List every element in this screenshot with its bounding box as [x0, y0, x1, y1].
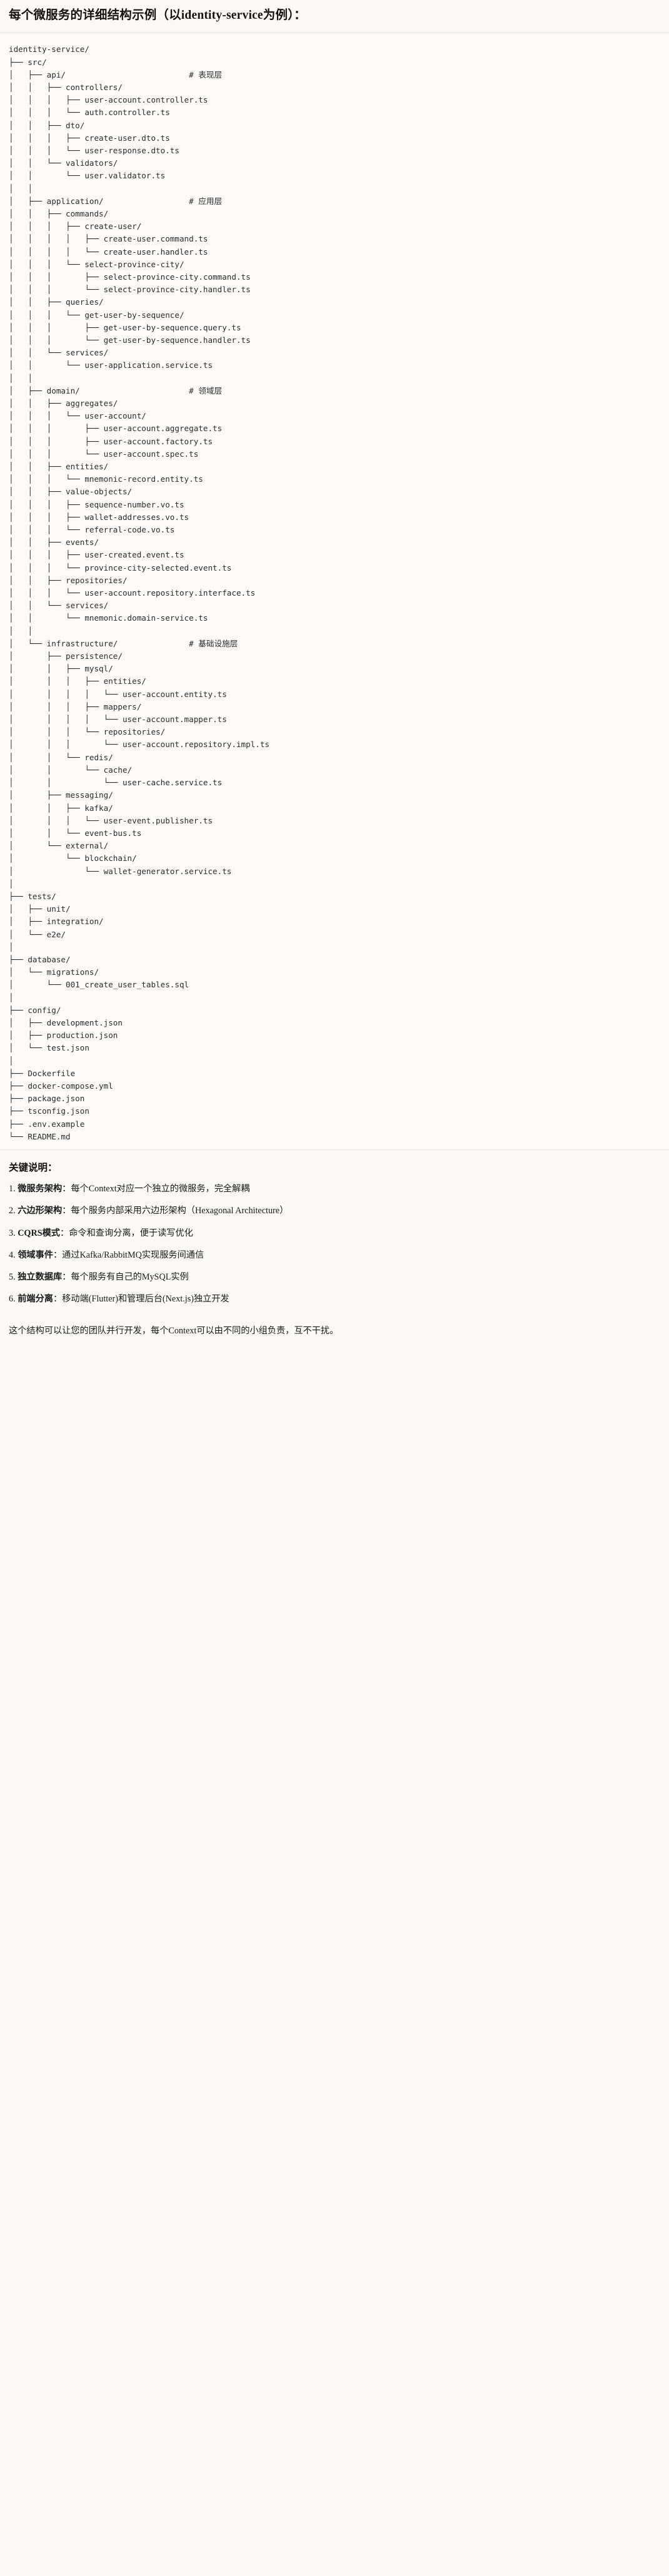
key-point-item: 6. 前端分离：移动端(Flutter)和管理后台(Next.js)独立开发 [9, 1293, 660, 1306]
page-root: 每个微服务的详细结构示例（以identity-service为例）： ident… [0, 0, 669, 1349]
key-point-separator: ： [62, 1272, 71, 1283]
key-point-number: 5. [9, 1272, 16, 1283]
key-point-label: CQRS模式 [18, 1228, 60, 1238]
key-point-item: 5. 独立数据库：每个服务有自己的MySQL实例 [9, 1271, 660, 1284]
key-point-number: 2. [9, 1206, 16, 1216]
key-point-number: 4. [9, 1250, 16, 1260]
key-point-description: 每个Context对应一个独立的微服务，完全解耦 [71, 1183, 250, 1194]
key-point-separator: ： [62, 1206, 71, 1216]
key-point-separator: ： [62, 1183, 71, 1194]
key-point-separator: ： [59, 1228, 69, 1238]
key-points-title: 关键说明： [9, 1162, 58, 1173]
key-point-item: 1. 微服务架构：每个Context对应一个独立的微服务，完全解耦 [9, 1183, 660, 1196]
key-point-label: 微服务架构 [18, 1183, 63, 1194]
page-title: 每个微服务的详细结构示例（以identity-service为例）： [9, 9, 306, 22]
key-point-label: 独立数据库 [18, 1272, 63, 1283]
key-point-item: 3. CQRS模式：命令和查询分离，便于读写优化 [9, 1227, 660, 1240]
key-point-number: 3. [9, 1228, 16, 1238]
key-point-description: 每个服务有自己的MySQL实例 [71, 1272, 189, 1283]
key-point-label: 前端分离 [18, 1294, 53, 1305]
key-point-description: 命令和查询分离，便于读写优化 [69, 1228, 193, 1238]
key-point-label: 领域事件 [18, 1250, 53, 1260]
key-point-item: 2. 六边形架构：每个服务内部采用六边形架构（Hexagonal Archite… [9, 1204, 660, 1218]
key-point-number: 6. [9, 1294, 16, 1305]
key-point-separator: ： [53, 1294, 63, 1305]
directory-tree-block: identity-service/ ├── src/ │ ├── api/ # … [0, 33, 669, 1149]
directory-tree: identity-service/ ├── src/ │ ├── api/ # … [9, 44, 270, 1141]
key-points-footer: 这个结构可以让您的团队并行开发，每个Context可以由不同的小组负责，互不干扰… [0, 1320, 669, 1349]
key-point-description: 移动端(Flutter)和管理后台(Next.js)独立开发 [62, 1294, 229, 1305]
key-point-number: 1. [9, 1183, 16, 1194]
key-point-separator: ： [53, 1250, 63, 1260]
key-point-description: 每个服务内部采用六边形架构（Hexagonal Architecture） [71, 1206, 289, 1216]
key-point-label: 六边形架构 [18, 1206, 63, 1216]
key-point-item: 4. 领域事件：通过Kafka/RabbitMQ实现服务间通信 [9, 1249, 660, 1262]
document-header: 每个微服务的详细结构示例（以identity-service为例）： [0, 0, 669, 34]
key-point-description: 通过Kafka/RabbitMQ实现服务间通信 [62, 1250, 204, 1260]
